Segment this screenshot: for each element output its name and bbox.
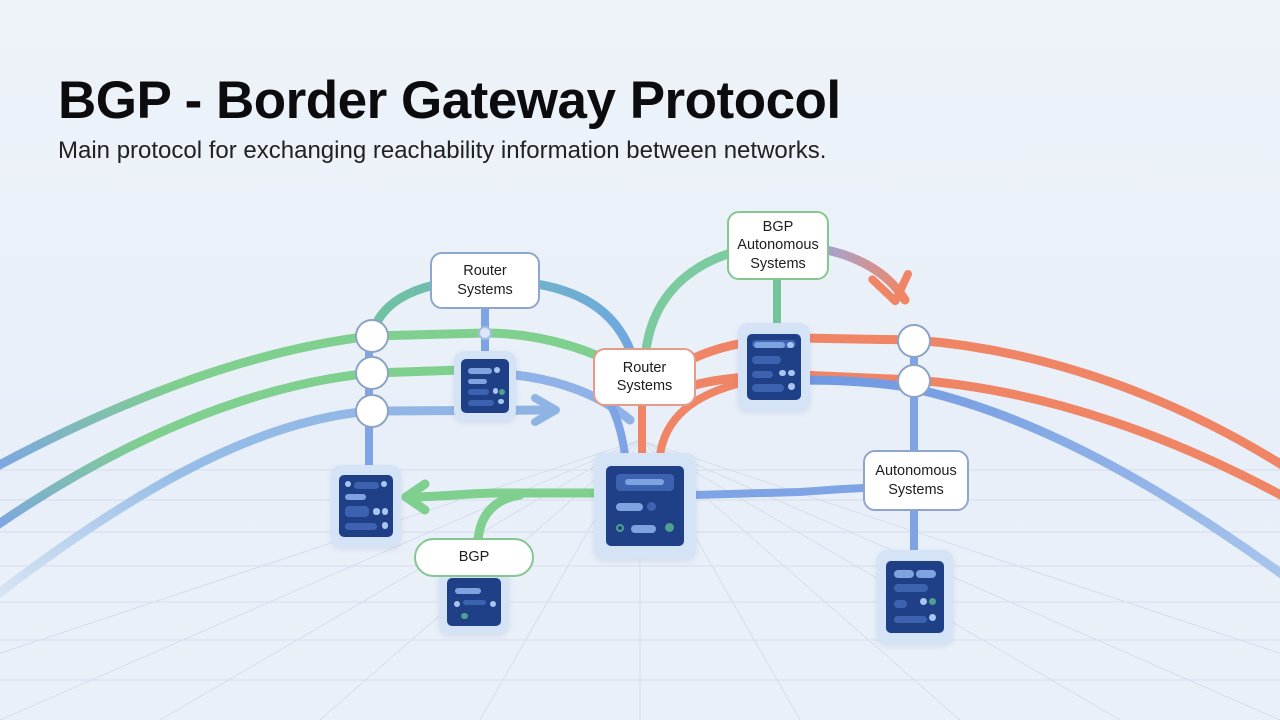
floor-grid — [0, 439, 1280, 720]
label-bgp-bottom: BGP — [414, 538, 534, 577]
router-device-bottom[interactable] — [439, 570, 509, 634]
label-router-systems-center: Router Systems — [593, 348, 696, 406]
label-router-systems-left: Router Systems — [430, 252, 540, 309]
arrowhead-blue — [531, 394, 560, 426]
router-device-center[interactable] — [594, 453, 696, 559]
link-green-arrow — [405, 488, 600, 502]
link-center-autonomous — [691, 484, 874, 499]
router-device-left[interactable] — [331, 465, 401, 547]
router-device-top-left[interactable] — [454, 351, 516, 421]
link-blue-right — [795, 375, 1280, 579]
junction-node — [897, 324, 931, 358]
junction-node — [478, 326, 492, 340]
junction-node — [897, 364, 931, 398]
link-orange-top — [685, 333, 1280, 470]
junction-node — [355, 356, 389, 390]
connector-center-orange-curve — [656, 378, 749, 459]
link-green-top — [0, 328, 645, 470]
link-green-middle — [0, 365, 465, 529]
junction-node — [355, 319, 389, 353]
link-blue-lower — [0, 405, 550, 599]
router-device-top-right[interactable] — [738, 323, 810, 411]
arrowhead-green — [401, 479, 430, 515]
arrowhead-orange — [868, 269, 912, 306]
label-bgp-autonomous-systems: BGP Autonomous Systems — [727, 211, 829, 280]
junctions — [355, 319, 931, 428]
link-blue-middle-right — [510, 370, 635, 425]
router-device-right[interactable] — [877, 550, 953, 644]
junction-node — [355, 394, 389, 428]
label-autonomous-systems-right: Autonomous Systems — [863, 450, 969, 511]
page-title: BGP - Border Gateway Protocol — [58, 71, 841, 130]
page-subtitle: Main protocol for exchanging reachabilit… — [58, 137, 827, 164]
